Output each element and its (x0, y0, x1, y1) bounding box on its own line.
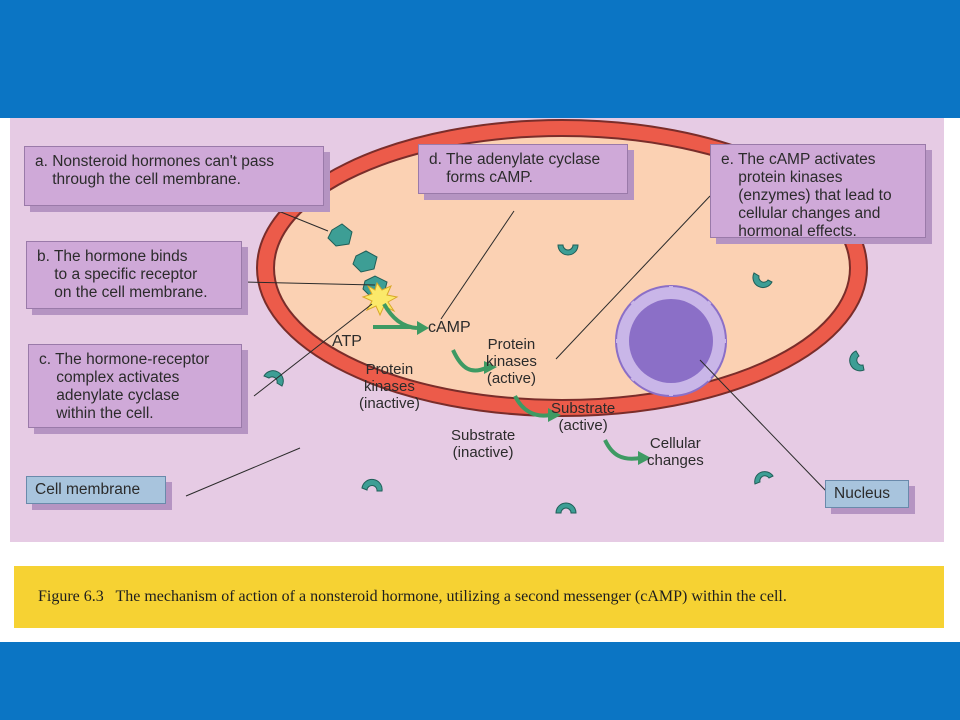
figure-caption: Figure 6.3 The mechanism of action of a … (38, 588, 787, 605)
substrate-active-label: Substrate (active) (551, 400, 616, 434)
cellular-changes-label: Cellular changes (647, 435, 704, 469)
callout-a: a. Nonsteroid hormones can't pass throug… (24, 146, 324, 206)
nucleus-label: Nucleus (825, 480, 909, 508)
callout-c: c. The hormone-receptor complex activate… (28, 344, 242, 428)
atp-label: ATP (332, 333, 362, 350)
protein-kinases-inactive-label: Protein kinases (inactive) (359, 361, 420, 412)
pathway-arrows (373, 302, 641, 461)
hormones (327, 223, 388, 298)
pointer-lines (185, 195, 828, 497)
receptors (263, 244, 865, 514)
activation-burst (361, 281, 399, 317)
nuclear-pores (616, 286, 726, 396)
bottom-band (0, 642, 960, 720)
cell-membrane-label: Cell membrane (26, 476, 166, 504)
callout-b: b. The hormone binds to a specific recep… (26, 241, 242, 309)
camp-label: cAMP (428, 319, 471, 336)
callout-e: e. The cAMP activates protein kinases (e… (710, 144, 926, 240)
nucleus-inner (629, 299, 713, 383)
pathway-arrowheads (417, 321, 651, 465)
top-band (0, 0, 960, 118)
protein-kinases-active-label: Protein kinases (active) (486, 336, 537, 387)
substrate-inactive-label: Substrate (inactive) (451, 427, 516, 461)
figure-panel: ATP cAMP Protein kinases (inactive) Prot… (10, 118, 944, 542)
callout-d: d. The adenylate cyclase forms cAMP. (418, 144, 628, 194)
figure-caption-bar: Figure 6.3 The mechanism of action of a … (14, 566, 944, 628)
